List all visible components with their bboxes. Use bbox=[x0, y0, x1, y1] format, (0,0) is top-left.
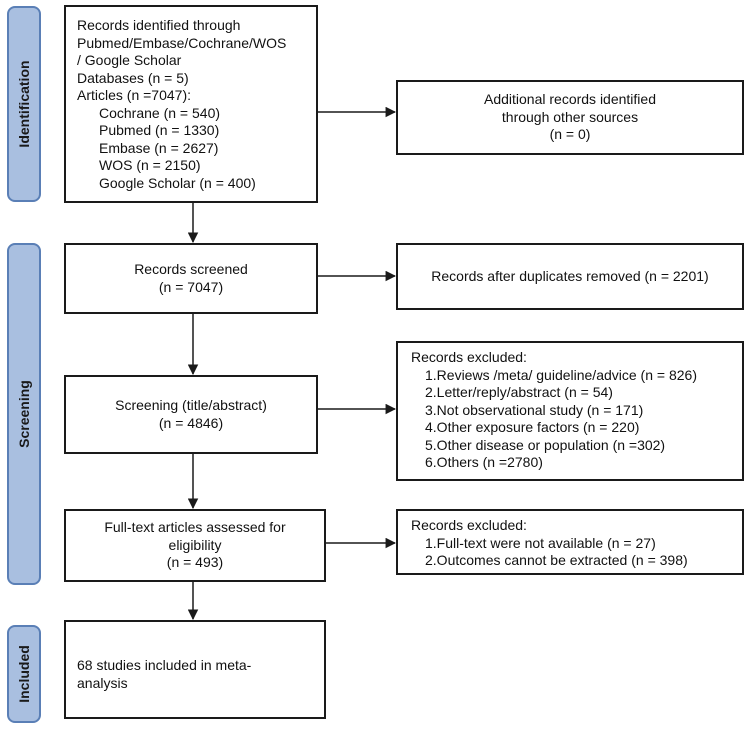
fulltext-assessed-box: Full-text articles assessed for eligibil… bbox=[64, 509, 326, 582]
identification-line: Pubmed/Embase/Cochrane/WOS bbox=[77, 34, 287, 51]
identification-box: Records identified through Pubmed/Embase… bbox=[64, 5, 318, 203]
stage-included: Included bbox=[7, 625, 41, 723]
exclusion-reason: 2.Letter/reply/abstract (n = 54) bbox=[425, 384, 613, 400]
exclusion-reason: 4.Other exposure factors (n = 220) bbox=[425, 419, 640, 435]
identification-line: Records identified through bbox=[77, 17, 241, 33]
source-count: WOS (n = 2150) bbox=[99, 157, 201, 173]
title-abstract-line: (n = 4846) bbox=[158, 414, 224, 431]
stage-screening-label: Screening bbox=[16, 380, 32, 448]
additional-line: through other sources bbox=[501, 108, 639, 125]
source-count: Embase (n = 2627) bbox=[99, 139, 219, 156]
exclusion-reason: 6.Others (n =2780) bbox=[425, 454, 543, 470]
exclusion-reason: 1.Reviews /meta/ guideline/advice (n = 8… bbox=[425, 366, 697, 383]
additional-records-box: Additional records identified through ot… bbox=[396, 80, 744, 155]
excluded-records-box-1: Records excluded: 1.Reviews /meta/ guide… bbox=[396, 341, 744, 481]
identification-line: Databases (n = 5) bbox=[77, 69, 189, 86]
included-line: 68 studies included in meta- bbox=[77, 657, 252, 673]
stage-identification-label: Identification bbox=[16, 60, 32, 148]
exclusion-reason: 1.Full-text were not available (n = 27) bbox=[425, 534, 656, 551]
source-count: Pubmed (n = 1330) bbox=[99, 122, 220, 138]
fulltext-line: Full-text articles assessed for bbox=[104, 519, 286, 536]
screened-line: (n = 7047) bbox=[158, 278, 224, 295]
excluded-title: Records excluded: bbox=[411, 349, 527, 365]
additional-line: Additional records identified bbox=[484, 91, 656, 108]
stage-identification: Identification bbox=[7, 6, 41, 202]
title-abstract-screening-box: Screening (title/abstract) (n = 4846) bbox=[64, 375, 318, 454]
duplicates-line: Records after duplicates removed (n = 22… bbox=[431, 267, 709, 284]
stage-included-label: Included bbox=[16, 645, 32, 703]
studies-included-box: 68 studies included in meta- analysis bbox=[64, 620, 326, 719]
source-count: Google Scholar (n = 400) bbox=[99, 174, 256, 191]
records-screened-box: Records screened (n = 7047) bbox=[64, 243, 318, 314]
identification-line: / Google Scholar bbox=[77, 52, 182, 68]
identification-line: Articles (n =7047): bbox=[77, 87, 191, 103]
exclusion-reason: 3.Not observational study (n = 171) bbox=[425, 401, 644, 418]
screened-line: Records screened bbox=[134, 261, 248, 277]
included-line: analysis bbox=[77, 674, 128, 691]
duplicates-removed-box: Records after duplicates removed (n = 22… bbox=[396, 243, 744, 310]
exclusion-reason: 5.Other disease or population (n =302) bbox=[425, 436, 666, 453]
stage-screening: Screening bbox=[7, 243, 41, 585]
title-abstract-line: Screening (title/abstract) bbox=[115, 397, 267, 413]
excluded-records-box-2: Records excluded: 1.Full-text were not a… bbox=[396, 509, 744, 575]
fulltext-line: (n = 493) bbox=[166, 554, 224, 571]
additional-line: (n = 0) bbox=[549, 126, 591, 143]
exclusion-reason: 2.Outcomes cannot be extracted (n = 398) bbox=[425, 552, 688, 568]
excluded-title: Records excluded: bbox=[411, 517, 527, 533]
fulltext-line: eligibility bbox=[168, 536, 222, 553]
source-count: Cochrane (n = 540) bbox=[99, 104, 221, 121]
